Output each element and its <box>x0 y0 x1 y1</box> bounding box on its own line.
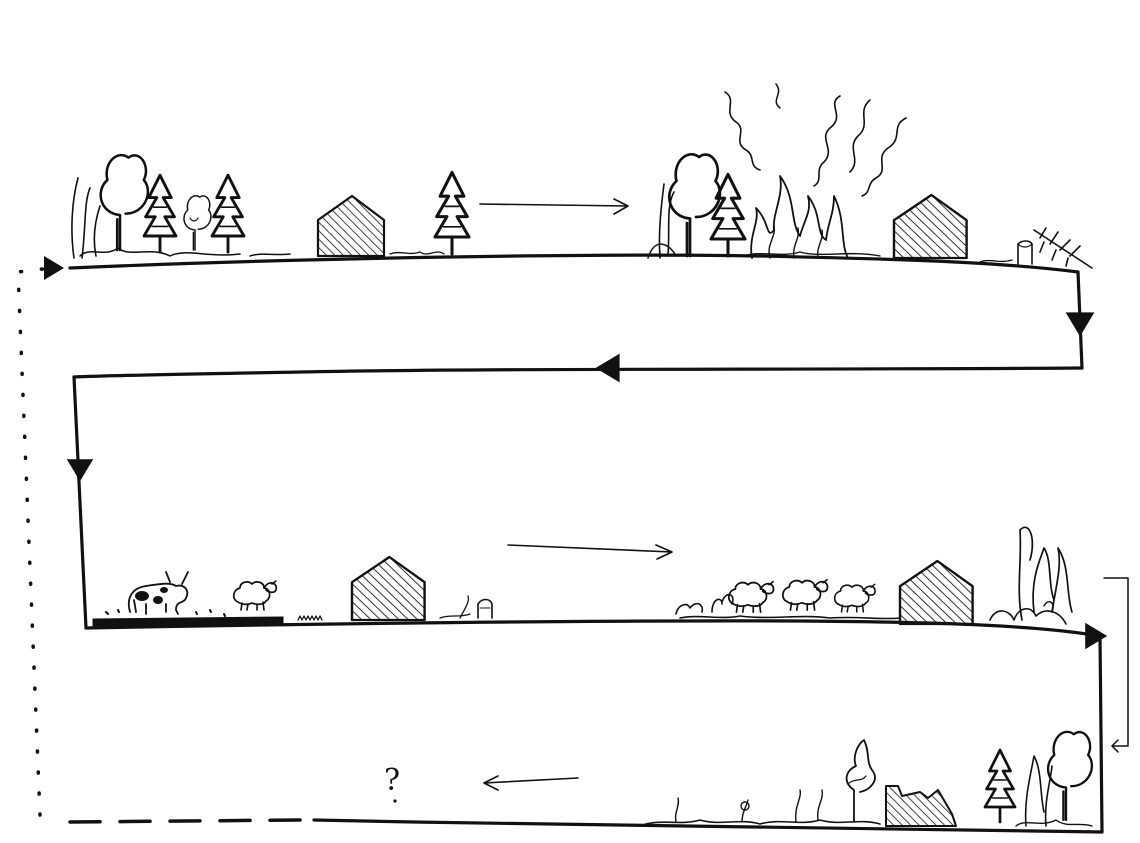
house-icon <box>350 555 426 622</box>
flow-path <box>68 253 1104 834</box>
ground-dark-strip <box>92 609 284 628</box>
arrow-right-icon <box>507 544 673 560</box>
question-dot <box>393 799 397 803</box>
fire-icon <box>743 175 881 259</box>
stage-overgrazing-regrowth <box>675 526 1073 626</box>
grass-tufts <box>297 615 323 621</box>
ruin-icon <box>885 785 957 827</box>
cow-icon <box>127 571 189 615</box>
tree-icon <box>983 730 1094 827</box>
weed-icon <box>639 789 881 827</box>
fallen-tree-icon <box>979 227 1093 269</box>
sheep-icon <box>727 578 876 613</box>
arrowhead-left-start-icon <box>44 256 64 280</box>
tree-icon <box>389 170 471 256</box>
dotted-return-path <box>16 266 52 817</box>
stump-icon <box>439 595 493 619</box>
shrub-icon <box>989 526 1073 625</box>
smoke-icon <box>724 83 907 197</box>
sheep-icon <box>232 580 278 611</box>
house-icon <box>316 194 386 258</box>
stage-forest-with-house <box>71 153 471 259</box>
arrowhead-down-icon <box>1065 312 1095 337</box>
burnt-tree-icon <box>845 739 876 823</box>
stage-forest-fire <box>647 83 1093 269</box>
stage-grazing <box>92 555 493 628</box>
bracket-arrow-icon <box>1103 577 1129 753</box>
shrub-icon <box>675 593 901 620</box>
stage-abandoned-ruin <box>639 730 1094 827</box>
arrowhead-left-icon <box>595 353 620 383</box>
arrowhead-down-icon <box>66 459 94 482</box>
transition-arrows <box>479 198 1129 791</box>
arrow-left-icon <box>483 775 579 791</box>
house-icon <box>898 559 974 626</box>
arrow-right-icon <box>479 198 629 215</box>
house-icon <box>892 193 968 260</box>
tree-icon <box>647 152 747 259</box>
tree-icon <box>71 153 291 259</box>
arrowhead-right-icon <box>1085 622 1108 650</box>
unknown-future-label: ? <box>384 763 400 798</box>
stump-icon <box>1017 240 1033 265</box>
